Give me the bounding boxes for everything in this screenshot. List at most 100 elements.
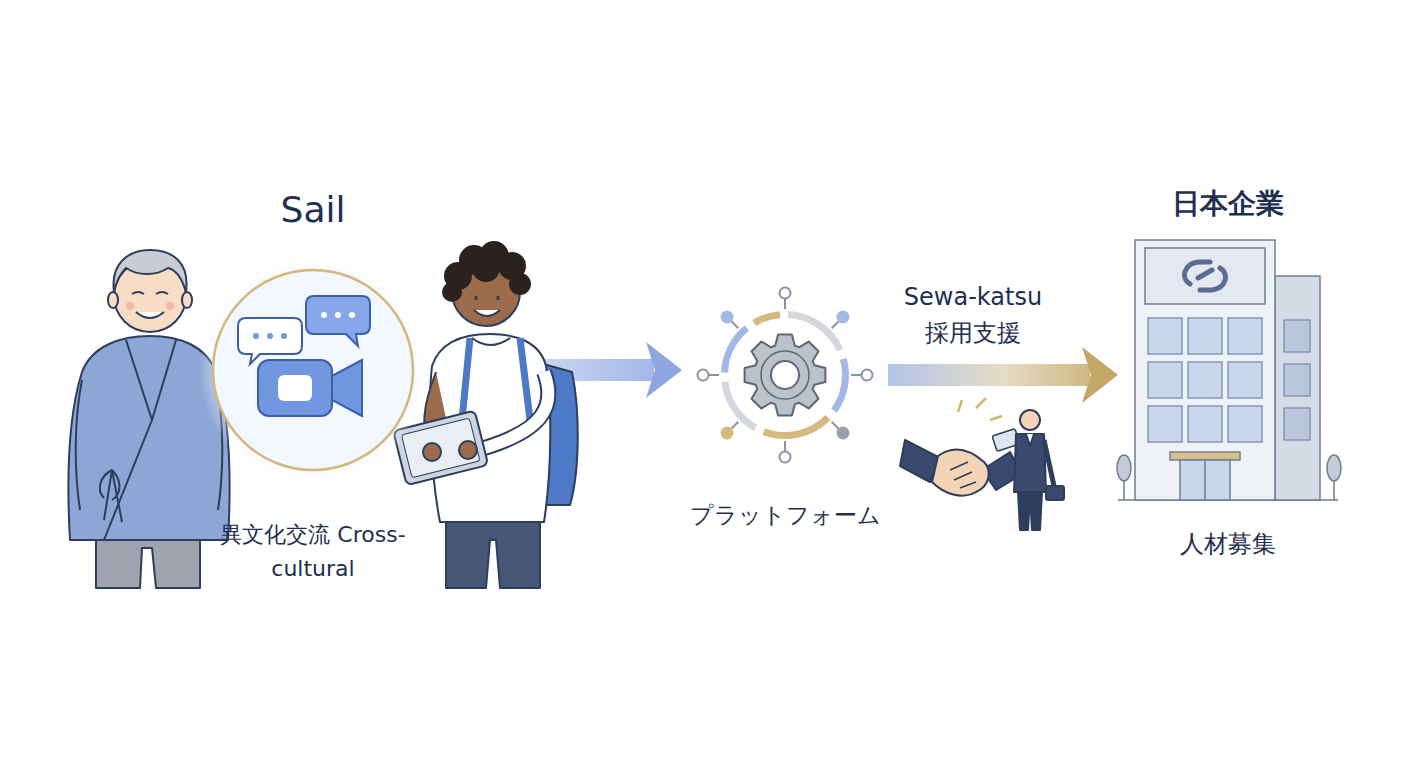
young-man bbox=[476, 296, 498, 300]
gear-icon bbox=[771, 361, 799, 389]
young-man bbox=[462, 338, 530, 420]
elderly-man bbox=[96, 540, 200, 588]
office-building bbox=[1180, 460, 1230, 500]
elderly-man bbox=[69, 250, 230, 588]
elderly-man bbox=[136, 312, 164, 318]
gear-icon bbox=[698, 370, 709, 381]
elderly-man bbox=[182, 292, 192, 308]
gear-icon bbox=[752, 311, 780, 326]
flow-arrow bbox=[888, 347, 1118, 403]
office-building bbox=[1284, 364, 1310, 396]
company-building: 日本企業人材募集 bbox=[1118, 182, 1338, 560]
gear-icon bbox=[832, 422, 840, 430]
node-icon bbox=[198, 260, 428, 480]
video-call-icon bbox=[199, 256, 427, 484]
handshake bbox=[950, 462, 976, 488]
young-man bbox=[446, 520, 540, 588]
gear-icon bbox=[721, 381, 757, 431]
young-man bbox=[459, 441, 477, 459]
elderly-man bbox=[108, 292, 118, 308]
video-call-icon bbox=[349, 312, 355, 318]
office-building bbox=[1117, 455, 1131, 481]
young-man bbox=[474, 310, 500, 316]
handshake bbox=[958, 398, 1002, 420]
office-building bbox=[1117, 240, 1341, 500]
businessman bbox=[1020, 410, 1040, 430]
video-call-icon bbox=[321, 312, 327, 318]
node-icon bbox=[1118, 226, 1338, 506]
businessman bbox=[1014, 434, 1046, 492]
young-man bbox=[509, 273, 531, 295]
video-call-icon bbox=[332, 360, 362, 416]
young-man bbox=[472, 254, 500, 282]
video-call-icon bbox=[213, 270, 413, 470]
office-building bbox=[1135, 240, 1275, 500]
young-man bbox=[472, 338, 510, 345]
young-man bbox=[442, 241, 531, 302]
arrow-shaft bbox=[888, 364, 1090, 386]
gear-icon bbox=[731, 321, 739, 329]
office-building bbox=[1228, 406, 1262, 442]
businessman bbox=[1014, 410, 1064, 530]
video-call-icon bbox=[306, 296, 370, 346]
gear-icon bbox=[780, 288, 791, 299]
exchange-circle: Sail 異文化交流 Cross-cultural bbox=[163, 188, 463, 586]
elderly-man bbox=[132, 292, 168, 294]
businessman bbox=[1018, 492, 1042, 530]
office-building bbox=[1284, 320, 1310, 352]
elderly-man bbox=[104, 420, 152, 540]
video-call-icon bbox=[278, 375, 312, 401]
office-building bbox=[1228, 318, 1262, 354]
office-building bbox=[1148, 362, 1182, 398]
node-caption: プラットフォーム bbox=[690, 500, 881, 530]
gear-icon bbox=[862, 370, 873, 381]
office-building bbox=[1188, 362, 1222, 398]
node-heading: Sail bbox=[281, 188, 346, 232]
node-caption: 人材募集 bbox=[1180, 528, 1276, 560]
arrow-head bbox=[1082, 347, 1118, 403]
gear-icon bbox=[721, 325, 749, 372]
young-man bbox=[442, 282, 462, 302]
edge-label: Sewa-katsu 採用支援 bbox=[878, 279, 1068, 351]
video-call-icon bbox=[258, 360, 332, 416]
gear-icon bbox=[708, 374, 719, 376]
elderly-man bbox=[113, 250, 186, 292]
gear-icon bbox=[851, 374, 862, 376]
elderly-man bbox=[126, 340, 176, 420]
video-call-icon bbox=[253, 333, 259, 339]
elderly-man bbox=[104, 470, 122, 522]
office-building bbox=[1188, 406, 1222, 442]
businessman bbox=[1046, 486, 1064, 500]
young-man bbox=[423, 443, 441, 461]
office-building bbox=[1204, 460, 1206, 500]
video-call-icon bbox=[281, 333, 287, 339]
gear-icon bbox=[780, 452, 791, 463]
office-building bbox=[1170, 452, 1240, 460]
office-building bbox=[1275, 276, 1320, 500]
office-building bbox=[1327, 455, 1341, 481]
platform-gear: プラットフォーム bbox=[682, 280, 888, 530]
gear-icon bbox=[831, 358, 849, 413]
office-building bbox=[1145, 248, 1265, 304]
gear-icon bbox=[761, 351, 809, 399]
office-building bbox=[1188, 318, 1222, 354]
node-caption: 異文化交流 Cross-cultural bbox=[203, 518, 423, 586]
gear-icon bbox=[763, 415, 831, 439]
handshake bbox=[900, 398, 1022, 496]
gear-icon bbox=[745, 335, 826, 416]
office-building bbox=[1284, 408, 1310, 440]
arrow-head bbox=[646, 342, 682, 398]
video-call-icon bbox=[267, 333, 273, 339]
businessman bbox=[1044, 440, 1054, 486]
gear-icon bbox=[731, 422, 739, 430]
gear-icon bbox=[722, 427, 733, 438]
office-building bbox=[1148, 318, 1182, 354]
video-call-icon bbox=[335, 312, 341, 318]
gear-icon bbox=[784, 441, 786, 452]
gear-icon bbox=[784, 298, 786, 309]
gear-icon bbox=[722, 312, 733, 323]
young-man bbox=[401, 418, 480, 478]
gear-icon bbox=[837, 312, 848, 323]
elderly-man bbox=[166, 302, 174, 310]
elderly-man bbox=[126, 302, 134, 310]
